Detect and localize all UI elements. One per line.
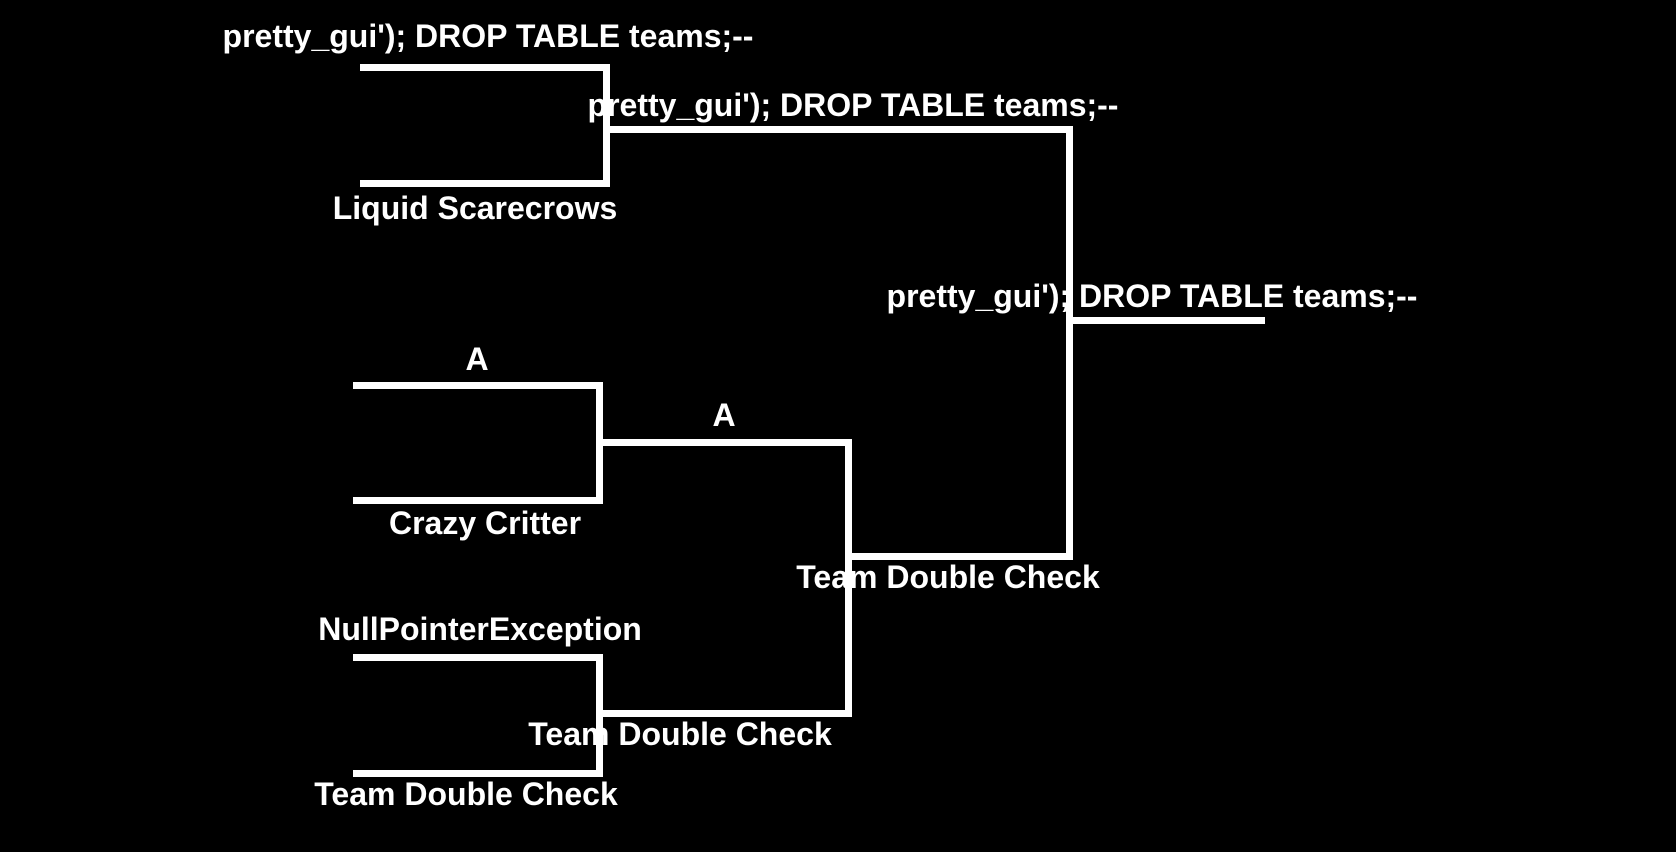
semifinal-winner-line	[849, 553, 1073, 560]
match2-team-top-label: A	[465, 341, 489, 377]
final-vertical-line	[1066, 126, 1073, 560]
match2-team-bottom-label: Crazy Critter	[388, 505, 582, 541]
match2-winner-label: A	[712, 397, 736, 433]
match3-team-bottom-label: Team Double Check	[314, 776, 618, 812]
match1-winner-label: pretty_gui'); DROP TABLE teams;--	[587, 87, 1119, 123]
match3-vertical-line	[596, 654, 603, 777]
match1-vertical-line	[603, 64, 610, 187]
match2-winner-line	[600, 439, 852, 446]
match3-team-top-label: NullPointerException	[318, 611, 642, 647]
match1-winner-line	[606, 126, 1073, 133]
match2-bottom-line	[353, 497, 603, 504]
champion-label: pretty_gui'); DROP TABLE teams;--	[886, 278, 1418, 314]
match3-winner-line	[600, 710, 852, 717]
match1-top-line	[360, 64, 610, 71]
match3-bottom-line	[353, 770, 603, 777]
match3-winner-label: Team Double Check	[528, 716, 832, 752]
match1-team-top-label: pretty_gui'); DROP TABLE teams;--	[222, 18, 754, 54]
semifinal-vertical-line	[845, 439, 852, 717]
match3-top-line	[353, 654, 603, 661]
match1-team-bottom-label: Liquid Scarecrows	[332, 190, 618, 226]
match1-bottom-line	[360, 180, 610, 187]
match2-top-line	[353, 382, 603, 389]
match2-vertical-line	[596, 382, 603, 504]
semifinal-winner-label: Team Double Check	[796, 559, 1100, 595]
final-winner-line	[1070, 317, 1265, 324]
